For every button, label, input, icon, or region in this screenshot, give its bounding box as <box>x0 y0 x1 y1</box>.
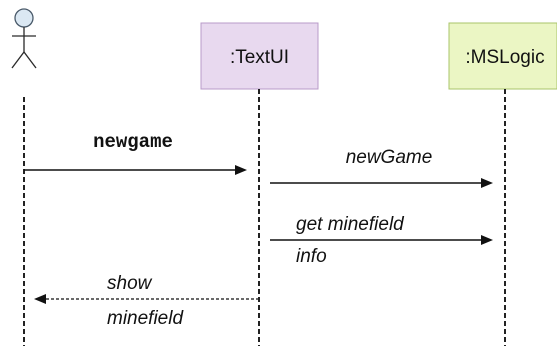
participant-textui: :TextUI <box>200 22 319 90</box>
message-get-minefield-info-label-line1: get minefield <box>296 214 405 235</box>
actor-left-leg <box>11 51 25 69</box>
message-get-minefield-info-label-line2: info <box>296 246 327 267</box>
participant-textui-box <box>200 22 319 90</box>
participant-textui-label: :TextUI <box>230 47 289 68</box>
participant-mslogic-box <box>448 22 557 90</box>
message-newgame: newgame <box>24 131 247 175</box>
message-get-minefield-info: get minefield info <box>270 214 493 267</box>
participant-mslogic: :MSLogic <box>448 22 557 90</box>
message-newgame-arrowhead <box>235 165 247 175</box>
message-newGame: newGame <box>270 147 493 188</box>
message-show-minefield-label-line1: show <box>107 273 153 294</box>
actor-head <box>14 8 34 28</box>
message-show-minefield-arrowhead <box>34 294 46 304</box>
participant-mslogic-label: :MSLogic <box>465 47 544 68</box>
message-get-minefield-info-arrowhead <box>481 235 493 245</box>
message-newgame-label: newgame <box>93 131 173 153</box>
message-newGame-arrowhead <box>481 178 493 188</box>
message-show-minefield: show minefield <box>34 273 258 329</box>
message-show-minefield-label-line2: minefield <box>107 308 184 329</box>
actor-right-leg <box>23 51 37 69</box>
actor-user <box>11 8 37 69</box>
message-newGame-label: newGame <box>346 147 433 168</box>
